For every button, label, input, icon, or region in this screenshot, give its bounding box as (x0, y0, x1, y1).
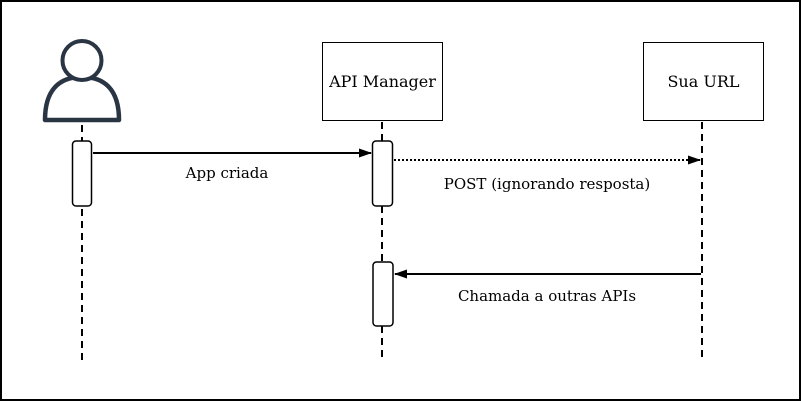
message-label-post: POST (ignorando resposta) (443, 175, 651, 193)
api-manager-activation-bar-1 (371, 140, 394, 207)
message-label-app-criada: App criada (185, 164, 269, 182)
api-manager-activation-bar-2 (372, 261, 394, 327)
message-label-chamada: Chamada a outras APIs (457, 287, 637, 305)
participant-box-api-manager: API Manager (322, 42, 443, 121)
participant-box-sua-url: Sua URL (643, 42, 764, 121)
user-actor-icon (42, 39, 122, 123)
participant-label-sua-url: Sua URL (667, 72, 740, 91)
actor-activation-bar (71, 140, 93, 207)
participant-label-api-manager: API Manager (329, 72, 436, 91)
